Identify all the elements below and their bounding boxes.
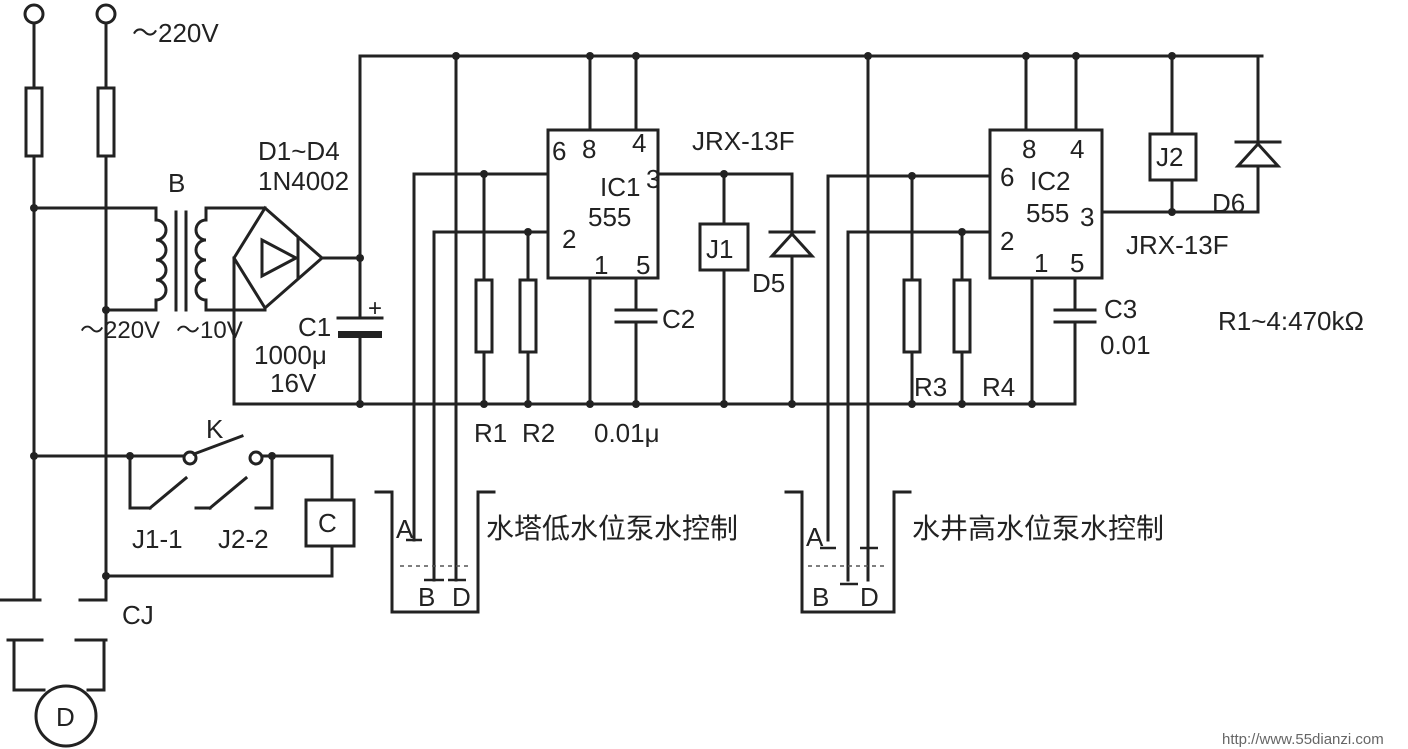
r1-label: R1 — [474, 418, 507, 448]
diode-d6-icon — [1234, 141, 1282, 168]
ic2-pin3: 3 — [1080, 202, 1094, 232]
contactor-coil-label: C — [318, 508, 337, 538]
ic1-part: 555 — [588, 202, 631, 232]
ic2-name: IC2 — [1030, 166, 1070, 196]
transformer-primary-label: ～220V — [80, 317, 160, 344]
resistor-r2 — [518, 278, 538, 354]
ic2-pin5: 5 — [1070, 248, 1084, 278]
diode-d5-label: D5 — [752, 268, 785, 298]
ic2-part: 555 — [1026, 198, 1069, 228]
c1-polarity: + — [368, 295, 382, 322]
tank1-probe-b: B — [418, 582, 435, 612]
tank1-probe-d: D — [452, 582, 471, 612]
tank-1 — [374, 490, 496, 614]
relay2-model: JRX-13F — [1126, 230, 1229, 260]
ic2-pin2: 2 — [1000, 226, 1014, 256]
relay2-name: J2 — [1156, 142, 1183, 172]
c1-name: C1 — [298, 312, 331, 342]
switch-k-blade — [192, 434, 244, 456]
transformer-secondary-label: ～10V — [176, 317, 243, 344]
ic2-pin1: 1 — [1034, 248, 1048, 278]
c1-value: 1000μ — [254, 340, 327, 370]
switch-k-label: K — [206, 414, 224, 444]
bridge-name: D1~D4 — [258, 136, 340, 166]
ic1-name: IC1 — [600, 172, 640, 202]
relay1-name: J1 — [706, 234, 733, 264]
motor-circuit — [0, 598, 108, 748]
tank2-probe-a: A — [806, 522, 824, 552]
mains-terminal-left — [23, 3, 45, 25]
resistor-r3 — [902, 278, 922, 354]
fuse-left — [24, 86, 44, 158]
ic1-pin4: 4 — [632, 128, 646, 158]
ic1-pin1: 1 — [594, 250, 608, 280]
power-bus — [232, 54, 1264, 406]
contactor-name: CJ — [122, 600, 154, 630]
tank-2 — [784, 490, 912, 614]
diode-d6-label: D6 — [1212, 188, 1245, 218]
r3-label: R3 — [914, 372, 947, 402]
ic2-block — [826, 54, 1282, 582]
watermark: http://www.55dianzi.com — [1222, 731, 1384, 748]
ic2-pin8: 8 — [1022, 134, 1036, 164]
ic1-chip — [546, 128, 660, 280]
resistor-value-note: R1~4:470kΩ — [1218, 306, 1364, 336]
supply-voltage-label: ～220V — [132, 18, 219, 48]
relay-j2-coil — [1148, 132, 1198, 182]
transformer-name: B — [168, 168, 185, 198]
c1-voltage: 16V — [270, 368, 317, 398]
contact-j1-label: J1-1 — [132, 524, 183, 554]
junctions — [30, 52, 1176, 580]
mains-terminal-right — [95, 3, 117, 25]
contactor-coil — [304, 498, 356, 548]
ic2-chip — [988, 128, 1104, 280]
ic2-pin4: 4 — [1070, 134, 1084, 164]
bridge-part: 1N4002 — [258, 166, 349, 196]
capacitor-c1 — [336, 316, 384, 406]
tank2-title: 水井高水位泵水控制 — [912, 512, 1164, 545]
resistor-r1 — [474, 278, 494, 354]
c3-value: 0.01 — [1100, 330, 1151, 360]
tank1-probe-a: A — [396, 514, 414, 544]
relay1-model: JRX-13F — [692, 126, 795, 156]
mains-rails — [23, 3, 117, 602]
r4-label: R4 — [982, 372, 1015, 402]
c2-value: 0.01μ — [594, 418, 660, 448]
r2-label: R2 — [522, 418, 555, 448]
ic1-pin6: 6 — [552, 136, 566, 166]
ic1-pin8: 8 — [582, 134, 596, 164]
ic1-pin5: 5 — [636, 250, 650, 280]
tank1-title: 水塔低水位泵水控制 — [486, 512, 738, 545]
contactor-control-circuit — [32, 434, 356, 578]
tank2-probe-d: D — [860, 582, 879, 612]
c3-name: C3 — [1104, 294, 1137, 324]
ic1-pin2: 2 — [562, 224, 576, 254]
resistor-r4 — [952, 278, 972, 354]
tank2-probe-b: B — [812, 582, 829, 612]
diode-d5-icon — [768, 231, 816, 258]
bridge-diode-icon — [260, 237, 300, 279]
c2-name: C2 — [662, 304, 695, 334]
ic2-pin6: 6 — [1000, 162, 1014, 192]
fuse-right — [96, 86, 116, 158]
transformer — [32, 206, 267, 312]
switch-k-contact — [248, 450, 264, 466]
motor-symbol — [34, 684, 98, 748]
motor-label: D — [56, 702, 75, 732]
ic1-block — [412, 54, 816, 582]
contact-j2-label: J2-2 — [218, 524, 269, 554]
ic1-pin3: 3 — [646, 164, 660, 194]
bridge-rectifier — [232, 205, 362, 406]
